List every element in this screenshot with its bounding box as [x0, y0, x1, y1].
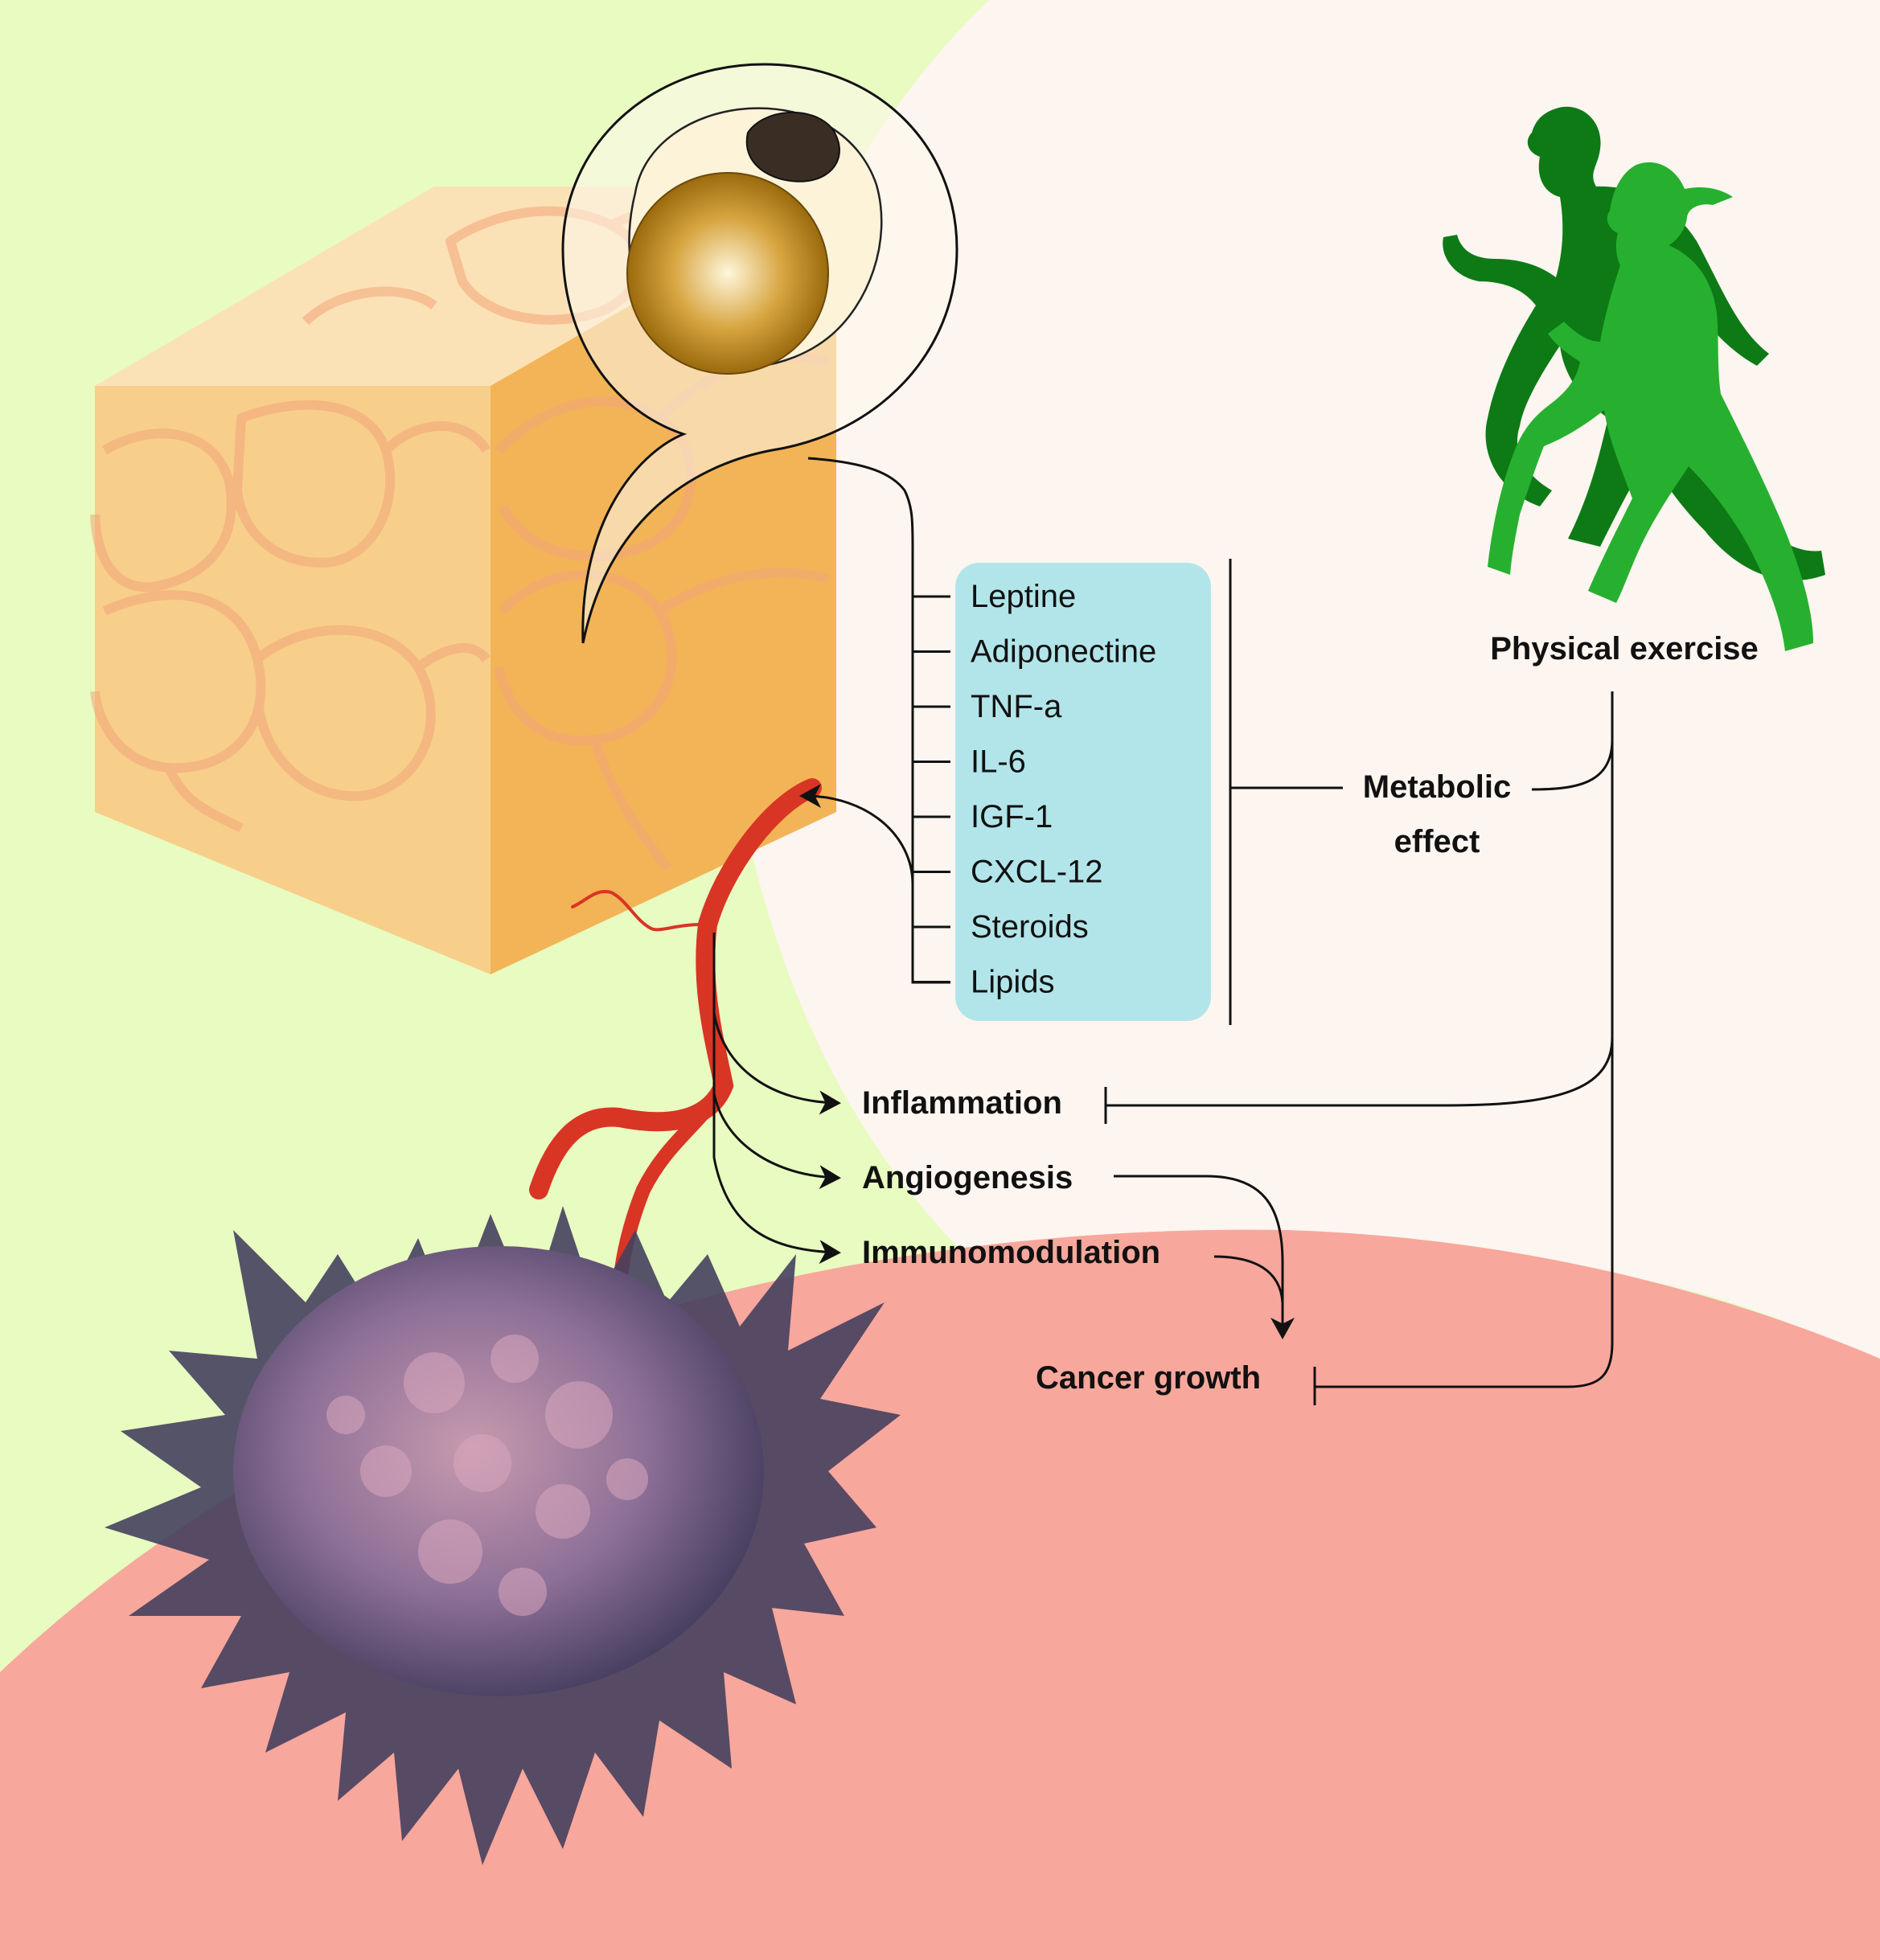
immunomodulation-label: Immunomodulation [862, 1235, 1160, 1270]
factor-label-tnf-a: TNF-a [971, 689, 1062, 724]
adipocyte-nucleus [745, 112, 840, 182]
factor-label-lipids: Lipids [971, 965, 1055, 1000]
runners-silhouette [1443, 106, 1825, 652]
arrow-to-vessel [799, 784, 914, 885]
cube-front-face [95, 386, 491, 974]
factor-bracket [799, 457, 950, 984]
arrow-immunomodulation [712, 1157, 841, 1265]
runner-female [1488, 162, 1813, 652]
process-arrows [712, 933, 1295, 1339]
adipocyte-zoom-bubble [561, 63, 958, 644]
factor-label-igf-1: IGF-1 [971, 799, 1053, 834]
physical-exercise-label: Physical exercise [1490, 631, 1759, 666]
factor-label-leptine: Leptine [971, 579, 1076, 614]
arrow-angiogenesis-to-cancer [1114, 1175, 1295, 1339]
factor-label-cxcl-12: CXCL-12 [971, 855, 1103, 890]
metabolic-bracket [1229, 559, 1343, 1025]
factor-label-il-6: IL-6 [971, 744, 1026, 780]
factor-list: LeptineAdiponectineTNF-aIL-6IGF-1CXCL-12… [971, 579, 1156, 1000]
tumor [105, 1206, 901, 1865]
factor-ticks [913, 595, 950, 983]
inflammation-label: Inflammation [862, 1085, 1062, 1121]
metabolic-effect-label-line1: Metabolic [1363, 769, 1511, 805]
metabolic-effect-label-line2: effect [1394, 824, 1480, 859]
factor-label-adiponectine: Adiponectine [971, 634, 1156, 670]
factor-box [955, 563, 1211, 1021]
lipid-droplet [626, 172, 829, 375]
factor-label-steroids: Steroids [971, 909, 1089, 945]
arrow-angiogenesis [712, 1093, 841, 1190]
arrow-inflammation [712, 1012, 841, 1115]
exercise-connectors [1104, 691, 1614, 1405]
cancer-growth-label: Cancer growth [1036, 1360, 1261, 1396]
arrow-immunomodulation-to-cancer [1213, 1255, 1284, 1303]
angiogenesis-label: Angiogenesis [862, 1160, 1073, 1195]
